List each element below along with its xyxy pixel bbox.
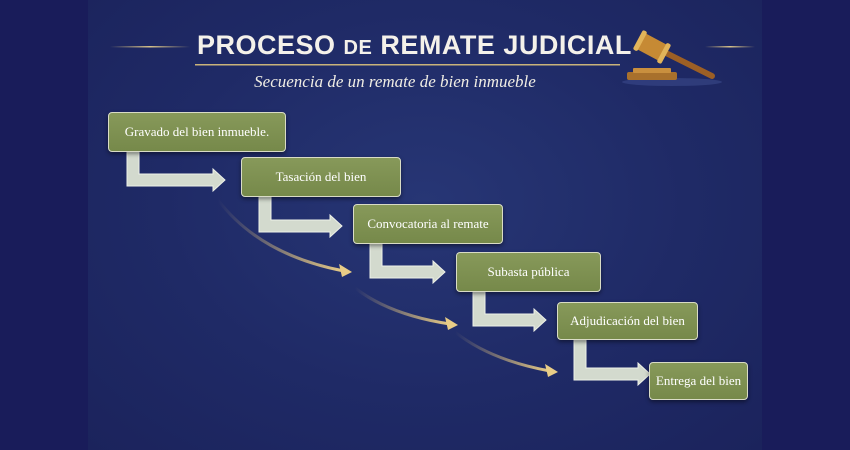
flow-curve (354, 286, 451, 326)
connector-arrow (369, 243, 446, 285)
step-box: Tasación del bien (241, 157, 401, 197)
title-underline (195, 64, 620, 66)
connector-arrow (573, 339, 651, 387)
flow-curve-arrowhead (339, 264, 352, 277)
gavel-icon (622, 30, 722, 86)
step-box: Subasta pública (456, 252, 601, 292)
header-line-right (705, 46, 755, 48)
page-title: PROCESO DE REMATE JUDICIAL (197, 30, 632, 61)
connector-arrow (126, 151, 226, 193)
title-text-small: DE (343, 37, 373, 59)
header-line-left (110, 46, 190, 48)
title-text: REMATE JUDICIAL (372, 30, 632, 60)
title-text: PROCESO (197, 30, 344, 60)
step-box: Entrega del bien (649, 362, 748, 400)
step-box: Adjudicación del bien (557, 302, 698, 340)
flow-curve-arrowhead (545, 364, 558, 377)
page-subtitle: Secuencia de un remate de bien inmueble (254, 72, 536, 91)
flow-curve-arrowhead (445, 317, 458, 330)
connector-arrow (258, 196, 343, 239)
connector-arrow (472, 291, 547, 333)
step-box: Convocatoria al remate (353, 204, 503, 244)
flow-curve (216, 199, 345, 273)
flow-curve (454, 330, 551, 373)
step-box: Gravado del bien inmueble. (108, 112, 286, 152)
